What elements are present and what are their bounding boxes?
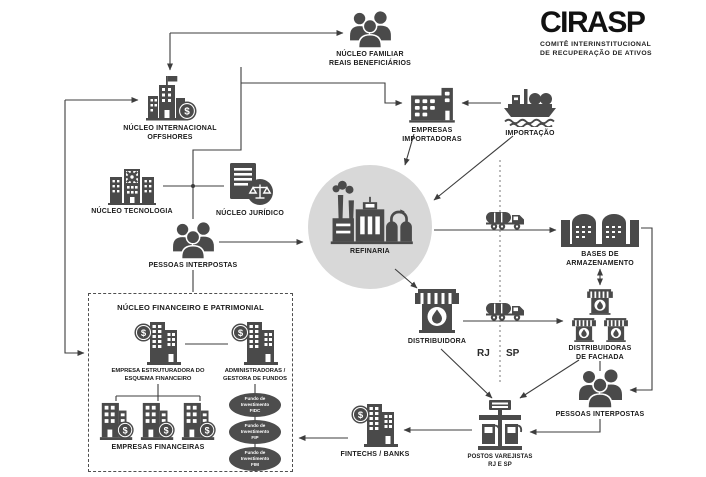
node-label: ESQUEMA FINANCEIRO	[124, 375, 192, 382]
fund-label: Investimento	[240, 429, 270, 435]
node-label: IMPORTADORAS	[402, 136, 462, 144]
storefront-oil-icon	[602, 317, 630, 343]
node-importacao: IMPORTAÇÃO	[482, 85, 578, 138]
fund-label: Fundo de	[244, 396, 266, 402]
investment-funds-column: Fundo de Investimento FIDC Fundo de Inve…	[229, 393, 281, 471]
node-label: POSTOS VAREJISTAS	[467, 454, 533, 460]
node-label: ADMINISTRADORAS /	[224, 368, 286, 374]
building-flag-dollar-icon	[142, 74, 198, 122]
bank-dollar-icon	[180, 401, 218, 441]
financial-box-border	[88, 293, 293, 472]
node-pessoas-interpostas-left: PESSOAS INTERPOSTAS	[135, 221, 251, 270]
fund-label: Fundo de	[244, 423, 266, 429]
people-group-icon	[575, 368, 625, 408]
node-label: NÚCLEO INTERNACIONAL	[123, 125, 217, 132]
node-administradoras-gestora: ADMINISTRADORAS / GESTORA DE FUNDOS	[211, 320, 299, 383]
node-label: OFFSHORES	[147, 134, 193, 142]
fund-label: FIDC	[249, 407, 261, 413]
node-label: IMPORTAÇÃO	[505, 130, 555, 137]
node-label: DE FACHADA	[576, 354, 624, 362]
financial-box-title: NÚCLEO FINANCEIRO E PATRIMONIAL	[117, 303, 264, 312]
region-label-rj: RJ	[477, 348, 490, 359]
bank-dollar-icon	[98, 401, 136, 441]
node-label: PESSOAS INTERPOSTAS	[555, 411, 645, 418]
tanker-truck-icon	[486, 300, 526, 322]
node-empresas-importadoras: EMPRESAS IMPORTADORAS	[382, 86, 482, 144]
fund-label: FIP	[251, 434, 259, 440]
cirasp-logo-subtitle-line1: COMITÊ INTERINSTITUCIONAL	[540, 41, 652, 48]
building-gear-icon	[103, 163, 161, 205]
storage-tanks-icon	[561, 206, 639, 248]
factory-building-icon	[406, 86, 458, 124]
people-group-icon	[169, 221, 217, 259]
fund-label: FIM	[251, 461, 259, 467]
bank-dollar-icon	[133, 320, 183, 366]
fund-ellipse-fidc: Fundo de Investimento FIDC	[229, 393, 281, 417]
node-label: NÚCLEO JURÍDICO	[216, 210, 284, 217]
fund-ellipse-fip: Fundo de Investimento FIP	[229, 420, 281, 444]
bank-dollar-icon	[139, 401, 177, 441]
node-empresa-estruturadora: EMPRESA ESTRUTURADORA DO ESQUEMA FINANCE…	[111, 320, 205, 383]
storefront-oil-icon	[585, 288, 615, 316]
node-label: BASES DE	[581, 251, 619, 258]
node-label: EMPRESA ESTRUTURADORA DO	[111, 368, 205, 374]
empresas-financeiras-label: EMPRESAS FINANCEIRAS	[111, 444, 205, 451]
node-fintechs-banks: FINTECHS / BANKS	[332, 402, 418, 459]
node-label: FINTECHS / BANKS	[340, 451, 410, 458]
node-nucleo-internacional-offshores: NÚCLEO INTERNACIONAL OFFSHORES	[108, 74, 232, 142]
node-label: GESTORA DE FUNDOS	[222, 375, 288, 382]
node-pessoas-interpostas-right: PESSOAS INTERPOSTAS	[548, 368, 652, 419]
bank-dollar-icon	[230, 320, 280, 366]
node-label: DISTRIBUIDORA	[407, 338, 467, 345]
fund-label: Investimento	[240, 402, 270, 408]
node-nucleo-juridico: NÚCLEO JURÍDICO	[200, 163, 300, 218]
node-label: DISTRIBUIDORAS	[568, 345, 632, 352]
node-label: ARMAZENAMENTO	[566, 260, 634, 268]
node-label: EMPRESAS	[411, 127, 453, 134]
storefront-oil-icon	[570, 317, 598, 343]
refinery-icon	[322, 179, 418, 245]
fund-ellipse-fim: Fundo de Investimento FIM	[229, 447, 281, 471]
fund-label: Fundo de	[244, 450, 266, 456]
gas-station-icon	[474, 400, 526, 452]
node-label: REAIS BENEFICIÁRIOS	[329, 60, 411, 68]
node-label: RJ E SP	[488, 461, 512, 468]
document-scales-icon	[226, 163, 274, 207]
node-refinaria: REFINARIA	[320, 179, 420, 256]
bank-dollar-icon	[350, 402, 400, 448]
empresas-financeiras-icons	[98, 401, 218, 441]
node-postos-varejistas: POSTOS VAREJISTAS RJ E SP	[456, 400, 544, 470]
people-group-icon	[347, 10, 393, 48]
line-junction-dot	[191, 184, 195, 188]
node-label: NÚCLEO TECNOLOGIA	[91, 208, 173, 215]
storefront-oil-icon	[413, 287, 461, 335]
cargo-ship-icon	[502, 85, 558, 127]
fund-label: Investimento	[240, 456, 270, 462]
tanker-truck-icon	[486, 209, 526, 231]
node-label: NÚCLEO FAMILIAR	[336, 51, 404, 58]
node-distribuidora: DISTRIBUIDORA	[394, 287, 480, 346]
node-distribuidoras-fachada: DISTRIBUIDORAS DE FACHADA	[556, 288, 644, 362]
node-bases-armazenamento: BASES DE ARMAZENAMENTO	[552, 206, 648, 268]
region-label-sp: SP	[506, 348, 520, 359]
cirasp-logo-subtitle-line2: DE RECUPERAÇÃO DE ATIVOS	[540, 50, 652, 58]
cirasp-logo: CIRASP COMITÊ INTERINSTITUCIONAL DE RECU…	[540, 8, 700, 58]
node-label: PESSOAS INTERPOSTAS	[148, 262, 238, 269]
node-nucleo-familiar: NÚCLEO FAMILIAR REAIS BENEFICIÁRIOS	[303, 10, 437, 68]
node-nucleo-tecnologia: NÚCLEO TECNOLOGIA	[77, 163, 187, 216]
cirasp-logo-title: CIRASP	[540, 6, 646, 39]
node-label: REFINARIA	[350, 248, 390, 255]
